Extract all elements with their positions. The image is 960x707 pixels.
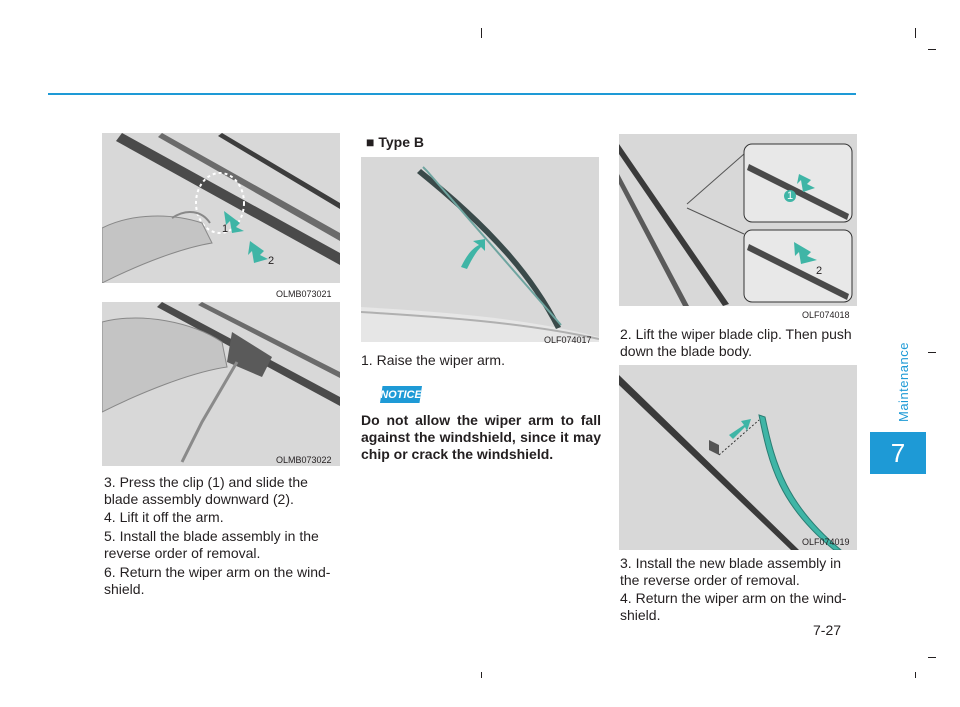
image-code-1: OLMB073021 [276, 289, 332, 299]
section-title: ■ Type B [366, 134, 424, 150]
notice-text: Do not allow the wiper arm to fall again… [361, 412, 601, 462]
left-step-3: 3. Press the clip (1) and slide the blad… [104, 474, 342, 508]
crop-mark [915, 672, 916, 678]
header-rule [48, 93, 856, 95]
step-text: Press the clip (1) and slide the blade a… [104, 474, 308, 507]
step-text: Return the wiper arm on the wind-shield. [104, 564, 331, 597]
image-code-4: OLF074018 [802, 310, 850, 320]
image-code-5: OLF074019 [802, 537, 850, 547]
middle-step-1: 1. Raise the wiper arm. [361, 352, 601, 369]
crop-mark [928, 657, 936, 658]
right-step-3: 3. Install the new blade assembly in the… [620, 555, 858, 589]
left-step-6: 6. Return the wiper arm on the wind-shie… [104, 564, 342, 598]
crop-mark [928, 49, 936, 50]
callout-2: 2 [268, 255, 275, 267]
step-number: 5. [104, 528, 116, 544]
left-step-5: 5. Install the blade assembly in the rev… [104, 528, 342, 562]
image-code-2: OLMB073022 [276, 455, 332, 465]
callout-1: 1 [784, 190, 796, 202]
step-text: Lift the wiper blade clip. Then push dow… [620, 326, 852, 359]
illustration-clip-press: 1 2 [102, 133, 340, 283]
crop-mark [928, 352, 936, 353]
crop-mark [481, 672, 482, 678]
callout-1: 1 [222, 223, 229, 235]
crop-mark [915, 28, 916, 38]
image-code-3: OLF074017 [544, 335, 592, 345]
step-number: 4. [620, 590, 632, 606]
illustration-raise-arm [361, 157, 599, 342]
crop-mark [481, 28, 482, 38]
page-number: 7-27 [813, 622, 842, 638]
step-number: 1. [361, 352, 373, 368]
step-text: Install the new blade assembly in the re… [620, 555, 842, 588]
callout-2: 2 [816, 265, 823, 277]
right-step-2: 2. Lift the wiper blade clip. Then push … [620, 326, 858, 360]
step-number: 3. [104, 474, 116, 490]
step-text: Raise the wiper arm. [376, 352, 505, 368]
step-number: 4. [104, 509, 116, 525]
side-tab-label: Maintenance [896, 342, 911, 422]
step-text: Return the wiper arm on the wind-shield. [620, 590, 847, 623]
step-number: 3. [620, 555, 632, 571]
chapter-tab: 7 [870, 432, 926, 474]
notice-badge: NOTICE [380, 386, 422, 403]
right-step-4: 4. Return the wiper arm on the wind-shie… [620, 590, 858, 624]
illustration-blade-slide [102, 302, 340, 466]
step-number: 2. [620, 326, 632, 342]
left-step-4: 4. Lift it off the arm. [104, 509, 342, 526]
step-number: 6. [104, 564, 116, 580]
step-text: Install the blade assembly in the revers… [104, 528, 319, 561]
step-text: Lift it off the arm. [119, 509, 224, 525]
illustration-push-blade [619, 365, 857, 550]
illustration-lift-clip: 1 2 [619, 134, 857, 306]
